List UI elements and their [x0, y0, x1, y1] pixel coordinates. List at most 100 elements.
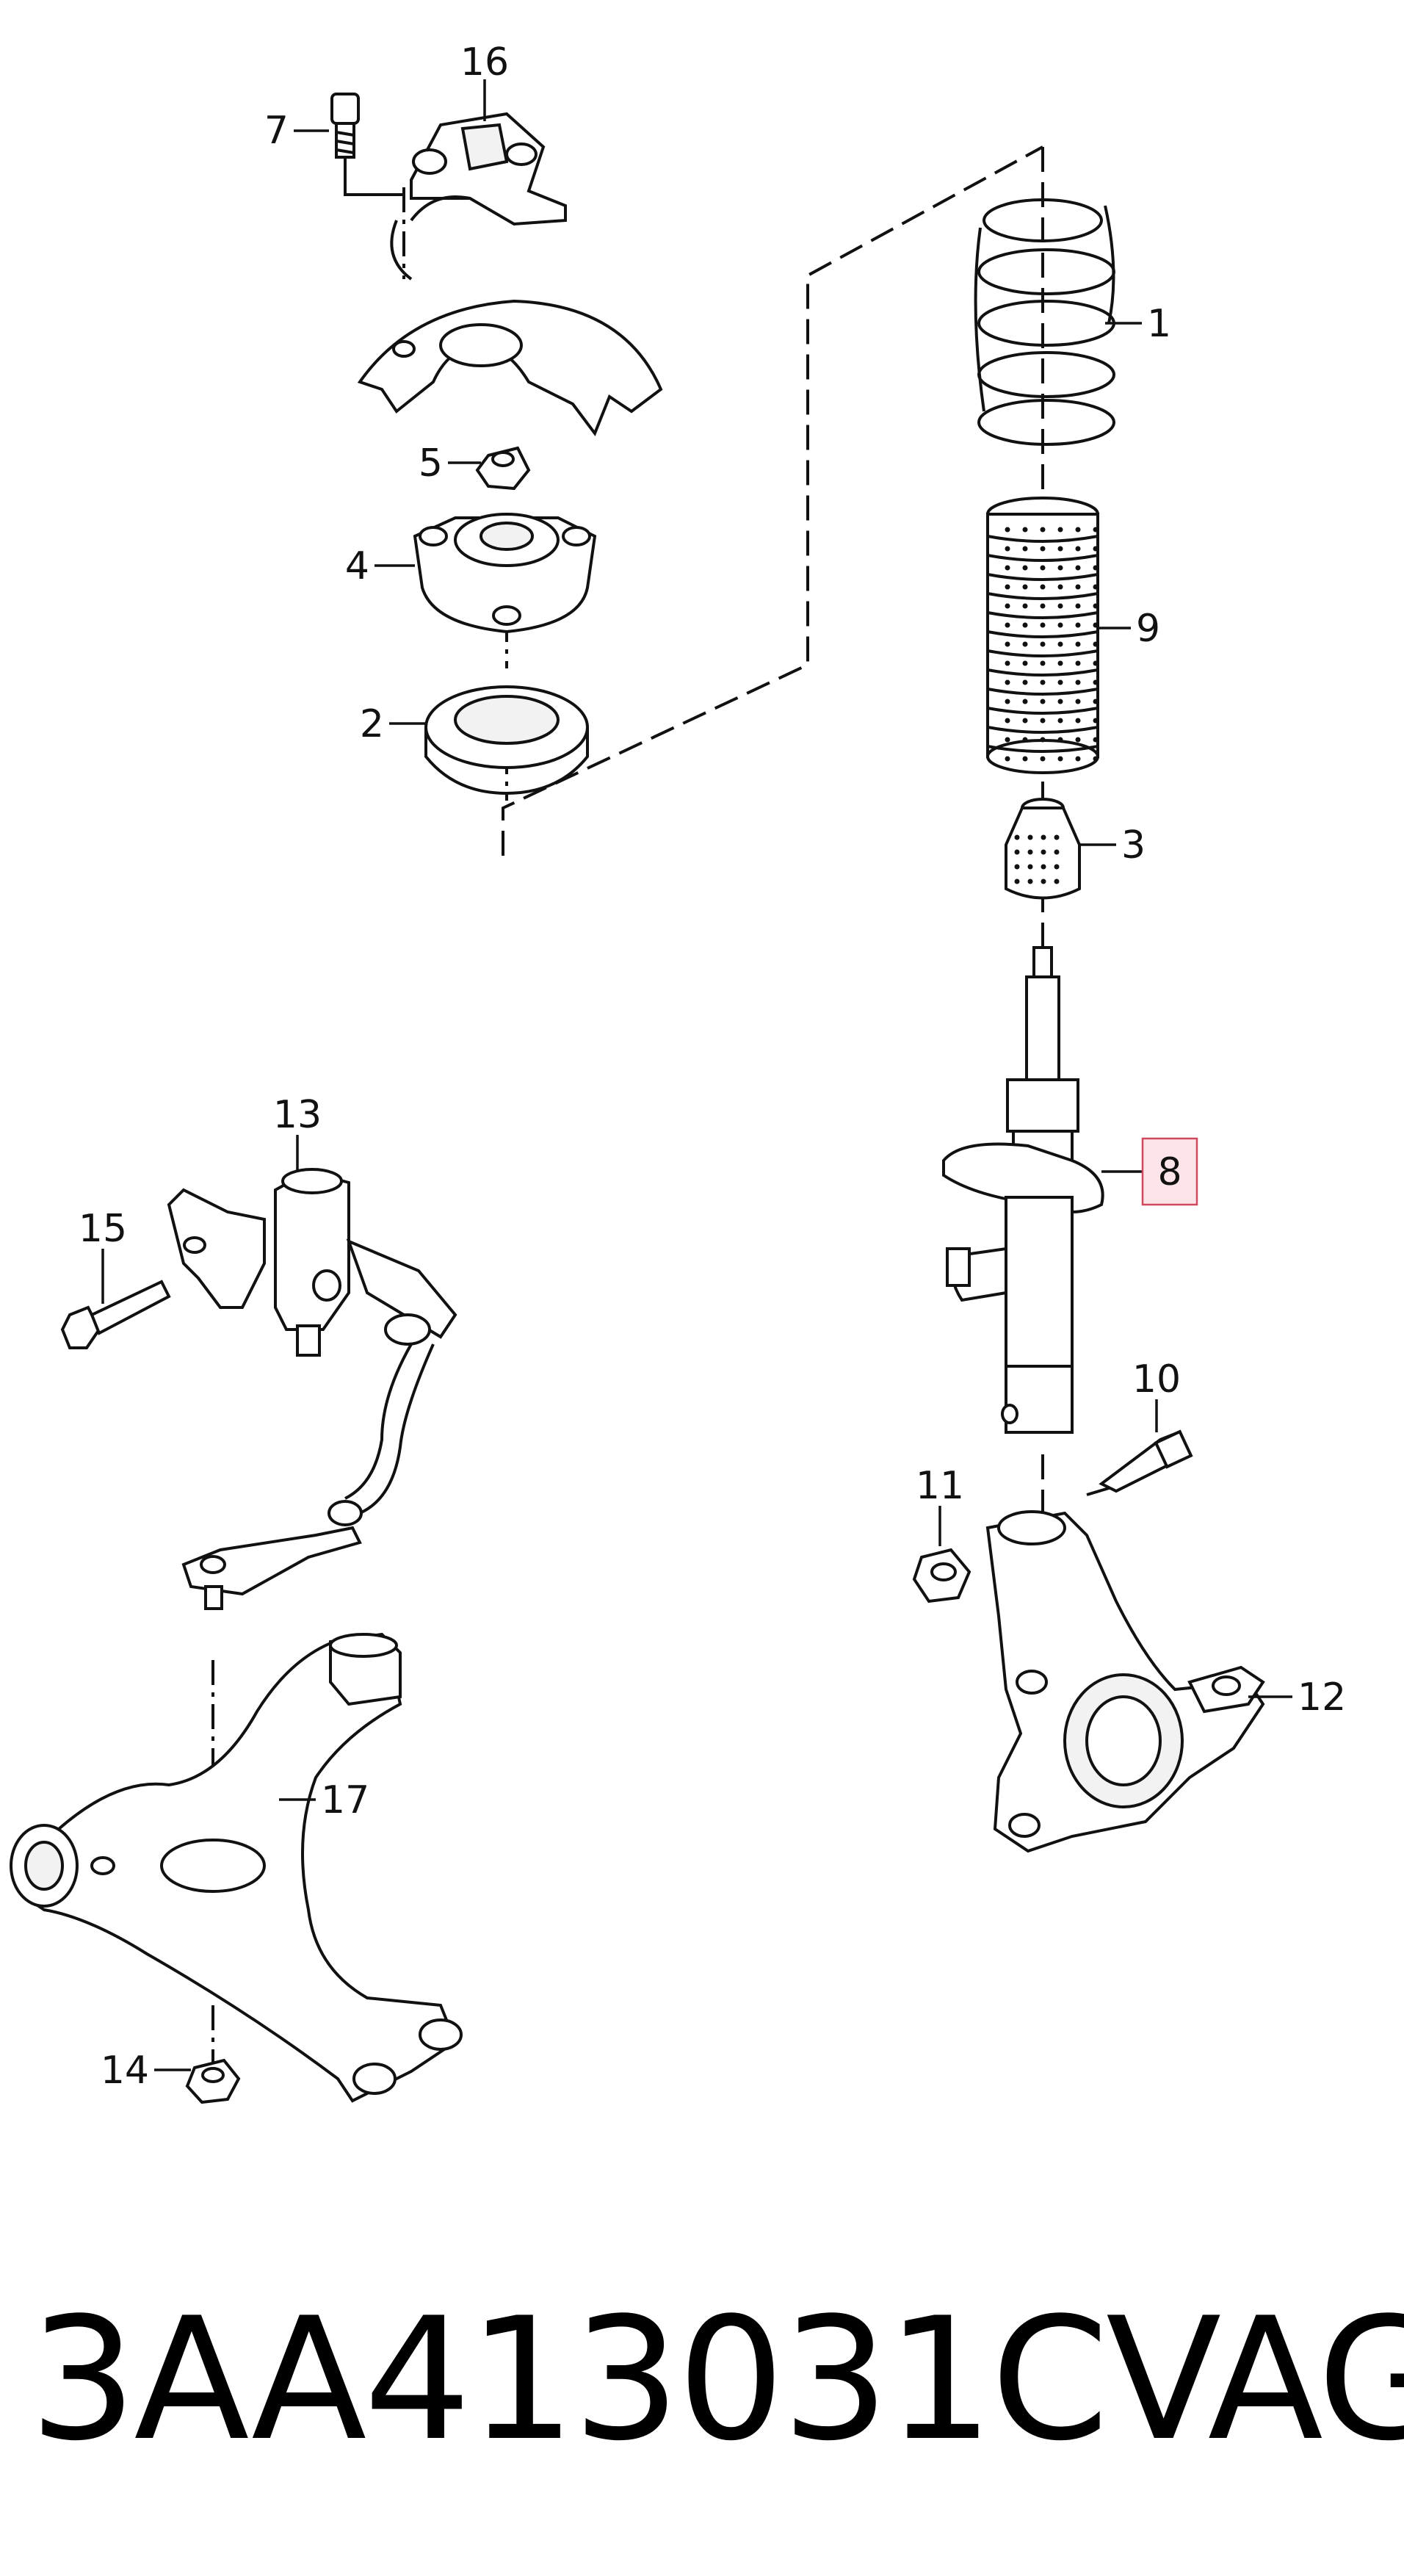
boot-dot	[1075, 622, 1081, 628]
boot-rib	[987, 573, 1099, 581]
bump-stop-dot	[1014, 864, 1020, 870]
lower-control-arm-17	[10, 1632, 463, 2103]
boot-dot	[1093, 718, 1099, 724]
boot-dot	[1022, 737, 1028, 743]
bump-stop-dot	[1054, 878, 1060, 884]
boot-dot	[1075, 641, 1081, 647]
boot-dot	[1093, 756, 1099, 762]
brand-name: VAG	[1106, 2281, 1404, 2478]
boot-dot	[1040, 699, 1046, 704]
strut-cover	[357, 299, 663, 437]
boot-dot	[1057, 660, 1063, 666]
boot-dot	[1040, 718, 1046, 724]
boot-dot	[1040, 603, 1046, 609]
dust-boot-9	[986, 497, 1099, 774]
callout-11: 11	[916, 1464, 964, 1508]
boot-dot	[1040, 584, 1046, 590]
boot-dot	[1093, 737, 1099, 743]
boot-dot	[1093, 565, 1099, 571]
strut-top-plate	[390, 112, 567, 281]
boot-dot	[1040, 527, 1046, 533]
boot-dot	[1005, 546, 1010, 552]
boot-dot	[1075, 679, 1081, 685]
boot-dot	[1093, 679, 1099, 685]
bump-stop-dot	[1041, 849, 1046, 855]
boot-dot	[1040, 565, 1046, 571]
boot-rib	[987, 726, 1099, 734]
boot-dot	[1005, 565, 1010, 571]
callout-5: 5	[419, 441, 443, 486]
level-sensor-13	[167, 1168, 457, 1610]
boot-dot	[1093, 603, 1099, 609]
boot-dot	[1005, 622, 1010, 628]
boot-dot	[1093, 641, 1099, 647]
shock-absorber-8	[942, 946, 1104, 1434]
part-number: 3AA413031C	[29, 2281, 1109, 2478]
boot-dot	[1040, 679, 1046, 685]
callout-1: 1	[1147, 302, 1171, 346]
boot-dot	[1022, 660, 1028, 666]
callout-16: 16	[460, 40, 509, 84]
boot-dot	[1022, 527, 1028, 533]
boot-dot	[1022, 756, 1028, 762]
bump-stop-dot	[1027, 834, 1033, 840]
boot-dot	[1005, 756, 1010, 762]
boot-dot	[1093, 699, 1099, 704]
callout-9: 9	[1136, 607, 1160, 651]
boot-dot	[1093, 527, 1099, 533]
boot-dot	[1040, 756, 1046, 762]
boot-rib	[987, 668, 1099, 677]
leader-lines	[101, 79, 1292, 2071]
boot-dot	[1005, 641, 1010, 647]
boot-dot	[1057, 679, 1063, 685]
callout-10: 10	[1132, 1357, 1181, 1401]
bolt-10	[1099, 1429, 1193, 1493]
boot-rib	[987, 535, 1099, 543]
callout-17: 17	[321, 1778, 369, 1822]
bump-stop-dot	[1054, 849, 1060, 855]
bolt-7	[330, 93, 404, 196]
boot-dot	[1057, 603, 1063, 609]
boot-dot	[1075, 660, 1081, 666]
boot-dot	[1040, 641, 1046, 647]
boot-dot	[1093, 584, 1099, 590]
strut-mount-4	[413, 513, 597, 634]
boot-dot	[1005, 660, 1010, 666]
bolt-15	[60, 1280, 171, 1349]
boot-dot	[1040, 622, 1046, 628]
boot-dot	[1022, 584, 1028, 590]
boot-dot	[1075, 527, 1081, 533]
boot-dot	[1005, 603, 1010, 609]
callout-12: 12	[1298, 1675, 1346, 1720]
boot-dot	[1093, 622, 1099, 628]
steering-knuckle-12	[985, 1510, 1265, 1853]
boot-dot	[1075, 699, 1081, 704]
boot-dot	[1057, 584, 1063, 590]
boot-dot	[1057, 756, 1063, 762]
boot-dot	[1093, 546, 1099, 552]
boot-dot	[1022, 603, 1028, 609]
boot-dot	[1022, 699, 1028, 704]
boot-dot	[1075, 565, 1081, 571]
callout-8: 8	[1157, 1150, 1182, 1194]
callout-13: 13	[273, 1093, 322, 1137]
boot-dot	[1005, 737, 1010, 743]
boot-dot	[1075, 718, 1081, 724]
bump-stop-3	[1005, 798, 1081, 900]
bump-stop-dot	[1041, 864, 1046, 870]
coil-spring-1	[974, 198, 1115, 446]
bump-stop-dot	[1054, 834, 1060, 840]
boot-rib	[987, 611, 1099, 619]
boot-rib	[987, 649, 1099, 657]
callout-labels: 16 7 1 5 4 9 2 3 8 10 11 12 13 15 17 14	[79, 40, 1346, 2093]
bump-stop-dot	[1041, 834, 1046, 840]
bump-stop-dot	[1027, 864, 1033, 870]
callout-15: 15	[79, 1207, 127, 1251]
boot-rib	[987, 707, 1099, 715]
boot-dot	[1057, 546, 1063, 552]
boot-dot	[1075, 546, 1081, 552]
boot-rib	[987, 630, 1099, 638]
boot-dot	[1075, 756, 1081, 762]
callout-2: 2	[360, 702, 384, 746]
